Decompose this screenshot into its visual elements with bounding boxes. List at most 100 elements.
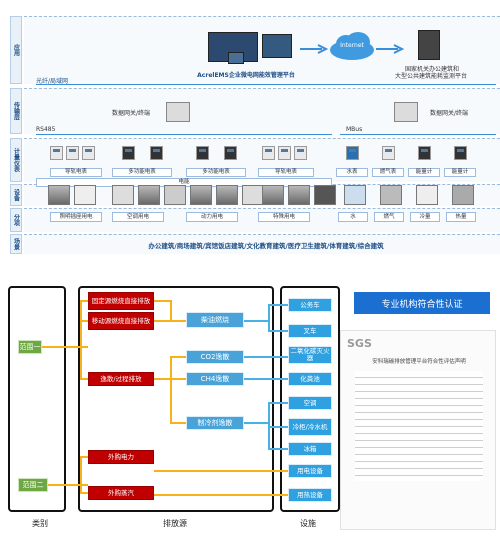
device-box: 用热设备 [288,488,332,502]
device-box: 冷柜/冷水机 [288,418,332,436]
meter-group-label: 燃气表 [372,168,404,177]
connector-line [154,470,288,472]
subitem-label: 水 [338,212,368,222]
device-box: 化粪池 [288,372,332,386]
meter-group-label: 能量计 [444,168,476,177]
connector-line [268,304,270,332]
connector-line [80,300,88,302]
collector-left-label: 数据网关/终端 [112,108,150,117]
meter-icon [50,146,63,160]
layer-label-scenario: 场景 [10,234,22,254]
rs485-label: RS485 [36,126,55,133]
bus-line-right [340,134,496,135]
lighting-device-photo [48,185,70,205]
layer-label-meter: 计量仪表 [10,138,22,182]
footer-facility: 设施 [288,518,328,529]
power-device-photo [216,185,238,205]
bus-line-left [36,134,332,135]
connector-line [80,456,88,458]
connector-line [268,426,288,428]
aircon-device-photo [164,185,186,205]
connector-line [80,378,88,380]
connector-line [170,422,186,424]
source-box-mobile: 移动源燃烧直接排放 [88,312,154,330]
gov-platform-label-2: 大型公共建筑能耗监测平台 [386,71,476,80]
source-box-process: 逸散/过程排放 [88,372,154,386]
meter-group-label: 导轨电表 [258,168,314,177]
connector-line [244,378,288,380]
meter-icon [66,146,79,160]
gas-meter-icon [382,146,395,160]
aircon-device-photo [112,185,134,205]
special-device-photo [288,185,310,205]
carbon-emission-diagram: 范围一 范围二 固定源燃烧直接排放 移动源燃烧直接排放 逸散/过程排放 外购电力… [0,282,500,542]
meter-icon [122,146,135,160]
socket-device-photo [74,185,96,205]
internet-label: Internet [334,42,370,49]
heating-device-photo [452,185,474,205]
layer-bg-transport [24,88,500,134]
subitem-label: 照明插座用电 [50,212,102,222]
mid-box-ch4: CH4逸散 [186,372,244,386]
connector-line [244,356,288,358]
architecture-diagram: 应用 传输层 计量仪表 设备 分项 场景 AcrelEMS企业微电网能效管理平台… [0,0,500,262]
connector-line [154,300,170,302]
mid-box-co2: CO2逸散 [186,350,244,364]
device-box: 叉车 [288,324,332,338]
meter-icon [82,146,95,160]
meter-group-label: 能量计 [408,168,440,177]
connector-line [268,330,288,332]
connector-line [268,304,288,306]
connector-line [48,484,88,486]
source-box-electricity: 外购电力 [88,450,154,464]
scope2-box: 范围二 [18,478,48,492]
layer-label-subitem: 分项 [10,208,22,232]
cert-doc-title: 安科瑞碳排放管理平台符合性评估声明 [347,357,491,365]
gateway-icon [166,102,190,122]
subitem-label: 特殊用电 [258,212,310,222]
layer-label-device: 设备 [10,184,22,206]
layer-label-transport: 传输层 [10,88,22,134]
cert-title: 专业机构符合性认证 [381,297,462,310]
connector-line [80,492,88,494]
power-device-photo [190,185,212,205]
connector-line [244,422,268,424]
connector-line [80,300,82,378]
water-meter-icon [346,146,359,160]
meter-group-label: 水表 [336,168,368,177]
meter-icon [224,146,237,160]
server-icon [418,30,440,60]
sgs-logo: SGS [347,337,372,350]
energy-meter-icon [418,146,431,160]
footer-category: 类别 [20,518,60,529]
connector-line [170,356,186,358]
connector-line [170,356,172,424]
mid-box-diesel: 柴油燃烧 [186,312,244,328]
aircon-device-photo [138,185,160,205]
gas-device-photo [380,185,402,205]
platform-label: AcrelEMS企业微电网能效管理平台 [196,70,296,79]
connector-line [170,300,172,322]
layer-label-application: 应用 [10,16,22,84]
ethernet-line [36,84,496,85]
cert-document: SGS 安科瑞碳排放管理平台符合性评估声明 [340,330,496,530]
connector-line [80,456,82,494]
meter-group-label: 导轨电表 [50,168,102,177]
device-box: 公务车 [288,298,332,312]
tablet-icon [228,52,244,64]
monitor-icon [262,34,292,58]
mid-box-refrigerant: 制冷剂逸散 [186,416,244,430]
subitem-label: 动力用电 [186,212,238,222]
scope1-box: 范围一 [18,340,42,354]
device-box: 冰箱 [288,442,332,456]
subitem-label: 热量 [446,212,476,222]
power-device-photo [242,185,264,205]
energy-meter-icon [454,146,467,160]
arrow-icon [376,44,406,54]
cert-title-bar: 专业机构符合性认证 [354,292,490,314]
gateway-icon [394,102,418,122]
meter-icon [278,146,291,160]
subitem-label: 燃气 [374,212,404,222]
cert-body-lines [355,371,483,481]
mbus-label: MBus [346,126,362,133]
